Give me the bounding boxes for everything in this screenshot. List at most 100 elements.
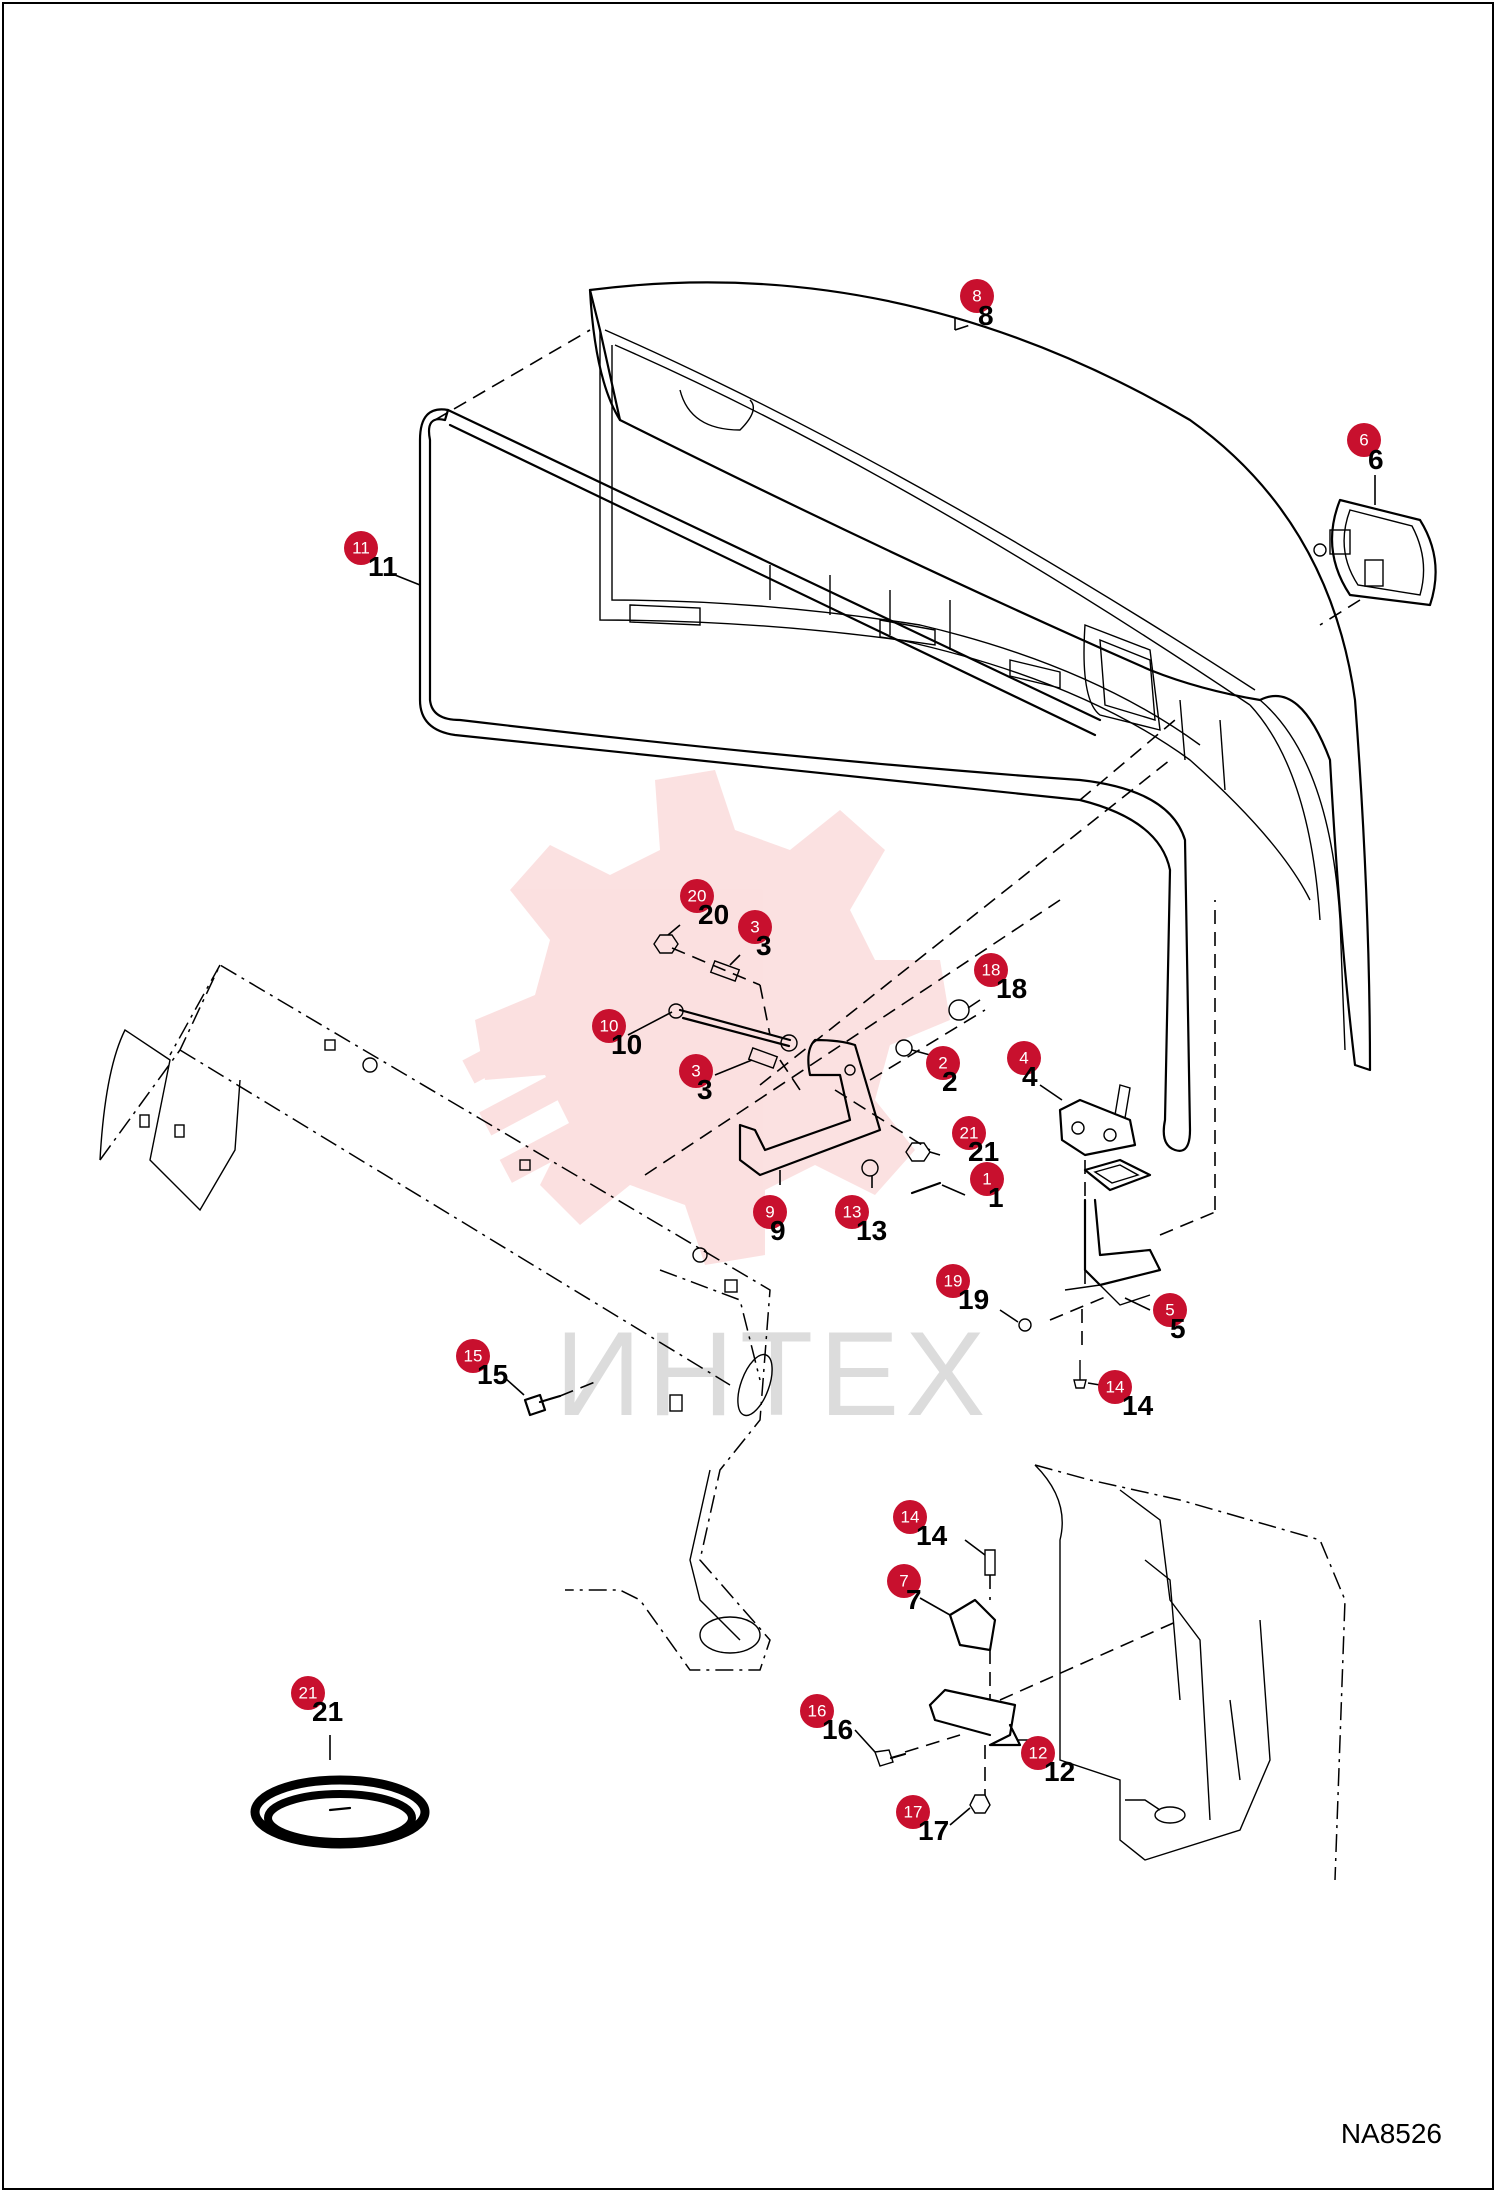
part-19-nut	[1018, 1318, 1032, 1332]
svg-text:21: 21	[299, 1684, 318, 1703]
svg-text:18: 18	[982, 961, 1001, 980]
svg-text:15: 15	[464, 1347, 483, 1366]
svg-text:21: 21	[960, 1124, 979, 1143]
svg-text:2: 2	[942, 1066, 958, 1097]
callout-7[interactable]: 77	[887, 1564, 922, 1615]
svg-text:10: 10	[600, 1017, 619, 1036]
watermark-bar-icon	[479, 990, 721, 1136]
svg-text:10: 10	[611, 1029, 642, 1060]
callout-4[interactable]: 44	[1007, 1041, 1041, 1092]
part-7-catch	[948, 1598, 997, 1652]
svg-text:13: 13	[856, 1215, 887, 1246]
svg-text:11: 11	[352, 539, 370, 558]
svg-text:20: 20	[698, 899, 729, 930]
part-17-nut	[969, 1794, 991, 1814]
svg-text:14: 14	[1106, 1378, 1125, 1397]
part-3-stud-lower	[747, 1047, 779, 1069]
chassis-rear-frame	[1034, 1464, 1346, 1881]
svg-text:6: 6	[1368, 444, 1384, 475]
svg-text:15: 15	[477, 1359, 508, 1390]
frame-cross-member	[99, 963, 773, 1671]
svg-text:20: 20	[688, 887, 707, 906]
part-16-bolt	[874, 1749, 894, 1767]
part-15-bolt	[523, 1393, 562, 1417]
svg-text:16: 16	[822, 1714, 853, 1745]
svg-text:8: 8	[972, 287, 981, 306]
part-5-striker	[1064, 1158, 1162, 1306]
svg-text:3: 3	[750, 918, 759, 937]
svg-text:4: 4	[1019, 1049, 1028, 1068]
svg-text:8: 8	[978, 300, 994, 331]
svg-text:16: 16	[808, 1702, 827, 1721]
svg-text:7: 7	[906, 1584, 922, 1615]
svg-text:7: 7	[899, 1572, 908, 1591]
part-21-nut	[905, 1142, 931, 1162]
callout-1[interactable]: 11	[970, 1162, 1004, 1213]
svg-text:18: 18	[996, 973, 1027, 1004]
callout-8[interactable]: 88	[960, 279, 994, 331]
part-6-latch-handle	[1313, 498, 1437, 607]
callout-2[interactable]: 22	[926, 1046, 960, 1097]
part-8-rear-door	[588, 281, 1372, 1072]
part-21-seal-coil	[250, 1775, 430, 1849]
callout-9[interactable]: 99	[753, 1195, 787, 1246]
callout-6[interactable]: 66	[1347, 423, 1384, 475]
svg-text:11: 11	[368, 551, 398, 582]
part-14-bolt-lower	[984, 1549, 996, 1576]
svg-text:4: 4	[1022, 1061, 1038, 1092]
callout-5[interactable]: 55	[1153, 1293, 1187, 1344]
svg-text:3: 3	[697, 1074, 713, 1105]
part-18-nut	[948, 999, 970, 1021]
svg-text:1: 1	[982, 1170, 991, 1189]
svg-text:14: 14	[901, 1508, 920, 1527]
drawing-code: NA8526	[1340, 2118, 1442, 2149]
svg-text:5: 5	[1165, 1301, 1174, 1320]
svg-text:12: 12	[1044, 1756, 1075, 1787]
svg-text:12: 12	[1029, 1744, 1048, 1763]
part-13-washer	[861, 1159, 879, 1177]
svg-text:19: 19	[958, 1284, 989, 1315]
svg-text:14: 14	[1122, 1390, 1154, 1421]
part-9-bracket	[738, 1038, 882, 1177]
svg-text:14: 14	[916, 1520, 948, 1551]
part-12-bracket	[928, 1688, 1022, 1747]
svg-text:21: 21	[968, 1136, 999, 1167]
svg-text:19: 19	[944, 1272, 963, 1291]
part-2-washer	[895, 1039, 913, 1057]
part-10-gas-spring	[668, 1003, 798, 1052]
callout-3-lower[interactable]: 33	[679, 1054, 713, 1105]
svg-text:1: 1	[988, 1182, 1004, 1213]
svg-text:17: 17	[904, 1803, 923, 1822]
svg-text:6: 6	[1359, 431, 1368, 450]
svg-text:21: 21	[312, 1696, 343, 1727]
svg-text:3: 3	[691, 1062, 700, 1081]
svg-text:2: 2	[938, 1054, 947, 1073]
svg-text:5: 5	[1170, 1313, 1186, 1344]
watermark-text: ИНТЕХ	[555, 1307, 991, 1441]
part-4-latch	[1058, 1084, 1137, 1157]
svg-text:9: 9	[765, 1203, 774, 1222]
svg-text:9: 9	[770, 1215, 786, 1246]
callout-3-upper[interactable]: 33	[738, 910, 772, 961]
part-20-nut	[653, 934, 679, 954]
watermark-bar-icon	[462, 952, 678, 1084]
part-1-pin	[910, 1181, 942, 1195]
svg-text:17: 17	[918, 1815, 949, 1846]
